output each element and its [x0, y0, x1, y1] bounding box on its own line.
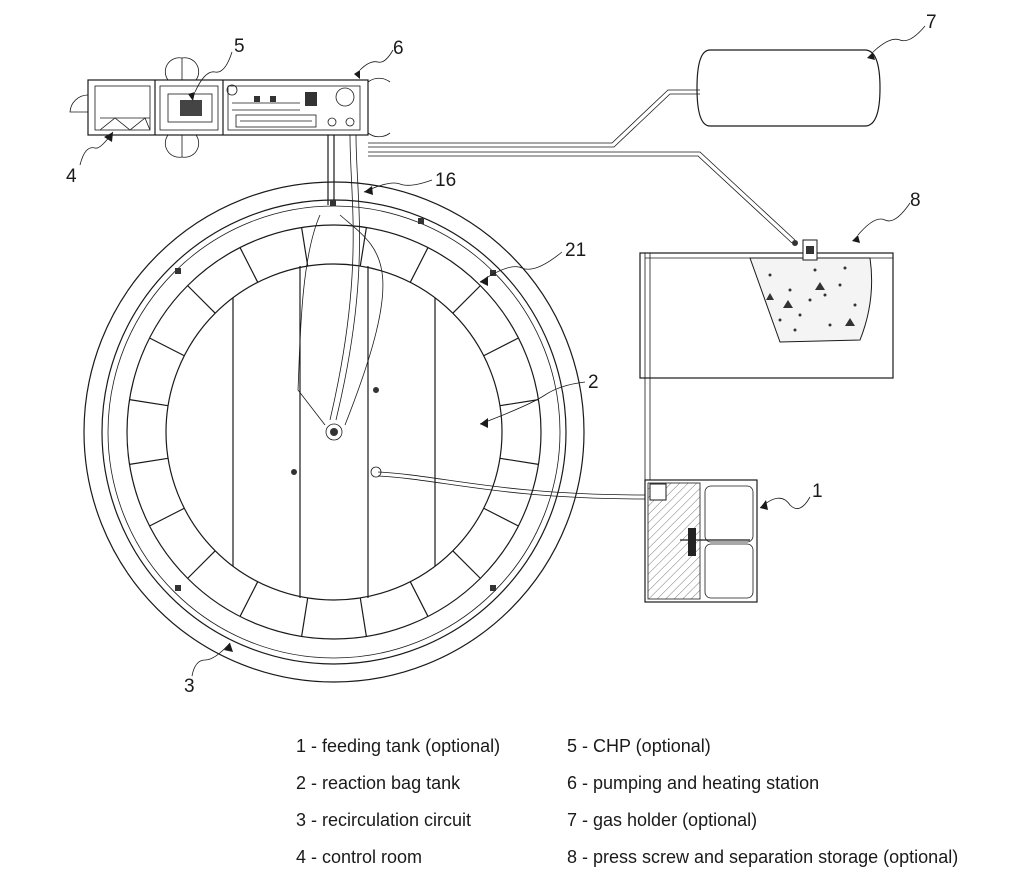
gas-holder [696, 49, 881, 127]
container-building [69, 57, 391, 158]
legend-item: 1 - feeding tank (optional) [296, 736, 501, 756]
bag-segment-divider [187, 285, 216, 314]
bag-segment-divider [187, 550, 216, 579]
bag-segment-divider [301, 227, 309, 267]
control-room [69, 85, 151, 131]
press-screw-storage [639, 239, 894, 379]
chp-unit [159, 57, 219, 158]
legend-right-column: 5 - CHP (optional) 6 - pumping and heati… [567, 728, 958, 876]
bag-segment-divider [149, 337, 185, 357]
callout-2: 2 [588, 372, 599, 393]
pipe-network [297, 89, 796, 500]
feeding-tank [644, 479, 758, 603]
callout-8: 8 [910, 190, 921, 211]
callout-6: 6 [393, 38, 404, 59]
bag-segment-divider [149, 507, 185, 527]
legend-item: 2 - reaction bag tank [296, 773, 461, 793]
bag-segment-divider [239, 581, 259, 617]
legend: 1 - feeding tank (optional) 2 - reaction… [0, 728, 1018, 878]
bag-segment-divider [239, 247, 259, 283]
bag-segment-divider [452, 550, 481, 579]
bag-segment-divider [499, 399, 539, 407]
callout-1: 1 [812, 481, 823, 502]
bag-segment-divider [409, 581, 429, 617]
legend-item: 3 - recirculation circuit [296, 810, 472, 830]
callout-leaders [79, 25, 926, 677]
bag-segment-divider [359, 227, 367, 267]
bag-segment-divider [483, 507, 519, 527]
callout-7: 7 [926, 12, 937, 33]
bag-segment-divider [359, 597, 367, 637]
bag-segment-divider [129, 457, 169, 465]
legend-item: 7 - gas holder (optional) [567, 810, 758, 830]
bag-segment-divider [499, 457, 539, 465]
pumping-heating-station [226, 77, 391, 138]
legend-item: 5 - CHP (optional) [567, 736, 711, 756]
bag-segment-divider [483, 337, 519, 357]
callout-16: 16 [435, 170, 456, 191]
bag-segment-divider [129, 399, 169, 407]
callout-3: 3 [184, 676, 195, 697]
callout-21: 21 [565, 240, 586, 261]
legend-item: 4 - control room [296, 847, 423, 867]
bag-segment-divider [301, 597, 309, 637]
bag-segment-divider [409, 247, 429, 283]
bag-segment-divider [452, 285, 481, 314]
legend-left-column: 1 - feeding tank (optional) 2 - reaction… [296, 728, 500, 876]
legend-item: 6 - pumping and heating station [567, 773, 820, 793]
legend-item: 8 - press screw and separation storage (… [567, 847, 959, 867]
callout-labels: 1 2 3 4 5 6 7 8 16 21 [66, 12, 937, 697]
callout-5: 5 [234, 36, 245, 57]
callout-4: 4 [66, 166, 77, 187]
reaction-bag-tank [83, 181, 585, 683]
